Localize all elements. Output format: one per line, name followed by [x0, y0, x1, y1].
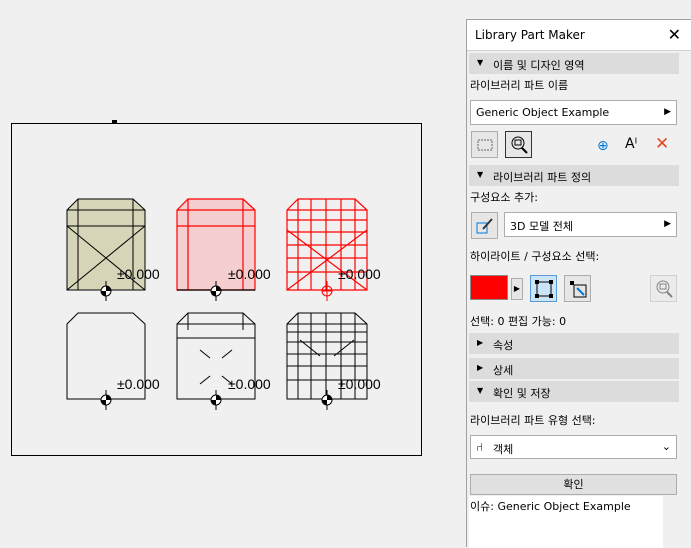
elevation-label: ±0.000 [338, 266, 381, 282]
zoom-disabled-button[interactable] [650, 275, 677, 302]
section-label: 라이브러리 파트 정의 [493, 171, 592, 184]
elevation-label: ±0.000 [117, 266, 160, 282]
chevron-down-icon: ▼ [477, 386, 484, 395]
chevron-right-icon: ▶ [664, 107, 671, 117]
chevron-right-icon: ▶ [477, 363, 484, 372]
origin-marker [100, 281, 112, 301]
color-dropdown-icon[interactable]: ▶ [511, 278, 523, 300]
panel-title-bar: Library Part Maker ✕ [467, 20, 691, 51]
chevron-right-icon: ▶ [477, 338, 484, 347]
add-component-value: 3D 모델 전체 [510, 220, 573, 233]
object-chair-icon: ⑁ [476, 440, 484, 454]
chevron-right-icon: ▶ [664, 219, 671, 229]
preview-shaded [66, 198, 146, 291]
select-box-icon [535, 280, 553, 298]
chevron-down-icon: ▼ [477, 58, 484, 67]
selection-status: 선택: 0 편집 가능: 0 [470, 315, 567, 328]
type-label: 라이브러리 파트 유형 선택: [470, 414, 596, 427]
section-name-design[interactable]: ▼ 이름 및 디자인 영역 [469, 53, 679, 74]
rectangle-select-button[interactable] [471, 131, 498, 158]
add-component-label: 구성요소 추가: [470, 191, 538, 204]
origin-marker [210, 281, 222, 301]
elevation-label: ±0.000 [228, 266, 271, 282]
component-brush-icon [476, 218, 493, 234]
part-name-label: 라이브러리 파트 이름 [470, 79, 569, 92]
rectangle-select-icon [477, 139, 493, 151]
section-label: 확인 및 저장 [493, 387, 551, 400]
add-component-combo[interactable]: 3D 모델 전체 ▶ [504, 212, 677, 237]
add-circle-icon[interactable]: ⊕ [597, 138, 609, 154]
chevron-down-icon: ⌄ [661, 440, 671, 453]
section-label: 이름 및 디자인 영역 [493, 59, 585, 72]
preview-highlight-shaded [176, 198, 256, 291]
preview-highlight-wire [286, 198, 368, 291]
select-arrow-button[interactable] [564, 275, 591, 302]
section-label: 속성 [493, 339, 514, 352]
highlight-color-swatch[interactable] [470, 275, 508, 300]
issue-text: 이슈: Generic Object Example [470, 500, 631, 513]
elevation-label: ±0.000 [228, 376, 271, 392]
elevation-label: ±0.000 [117, 376, 160, 392]
preview-hidden-line [176, 312, 256, 400]
library-part-maker-panel: Library Part Maker ✕ ▼ 이름 및 디자인 영역 라이브러리… [466, 19, 691, 548]
origin-markers [100, 281, 333, 410]
select-arrow-icon [570, 281, 587, 298]
zoom-fit-icon [511, 136, 528, 154]
section-properties[interactable]: ▶ 속성 [469, 333, 679, 354]
highlight-label: 하이라이트 / 구성요소 선택: [470, 250, 600, 263]
zoom-fit-button[interactable] [505, 131, 532, 158]
part-name-combo[interactable]: Generic Object Example ▶ [470, 100, 677, 125]
close-icon[interactable]: ✕ [667, 25, 681, 44]
component-brush-button[interactable] [471, 212, 498, 239]
text-style-icon[interactable]: Aᴵ [625, 136, 638, 152]
origin-marker [321, 390, 333, 410]
ok-button[interactable]: 확인 [470, 474, 677, 495]
chevron-down-icon: ▼ [477, 170, 484, 179]
delete-icon[interactable]: ✕ [655, 134, 670, 154]
frame-marker [112, 120, 117, 123]
section-details[interactable]: ▶ 상세 [469, 358, 679, 379]
zoom-disabled-icon [656, 280, 673, 298]
origin-marker [100, 390, 112, 410]
panel-title: Library Part Maker [475, 28, 585, 42]
origin-marker [321, 281, 333, 301]
section-confirm-save[interactable]: ▼ 확인 및 저장 [469, 381, 679, 402]
preview-outline [66, 312, 146, 400]
section-label: 상세 [493, 364, 514, 377]
type-value: 객체 [493, 443, 514, 456]
origin-marker [210, 390, 222, 410]
type-select[interactable]: ⑁ 객체 ⌄ [470, 435, 677, 459]
part-name-value: Generic Object Example [476, 106, 610, 119]
elevation-label: ±0.000 [338, 376, 381, 392]
section-definition[interactable]: ▼ 라이브러리 파트 정의 [469, 165, 679, 186]
select-box-button[interactable] [530, 275, 557, 302]
preview-wireframe [286, 312, 368, 400]
issue-box: 이슈: Generic Object Example [469, 496, 663, 548]
